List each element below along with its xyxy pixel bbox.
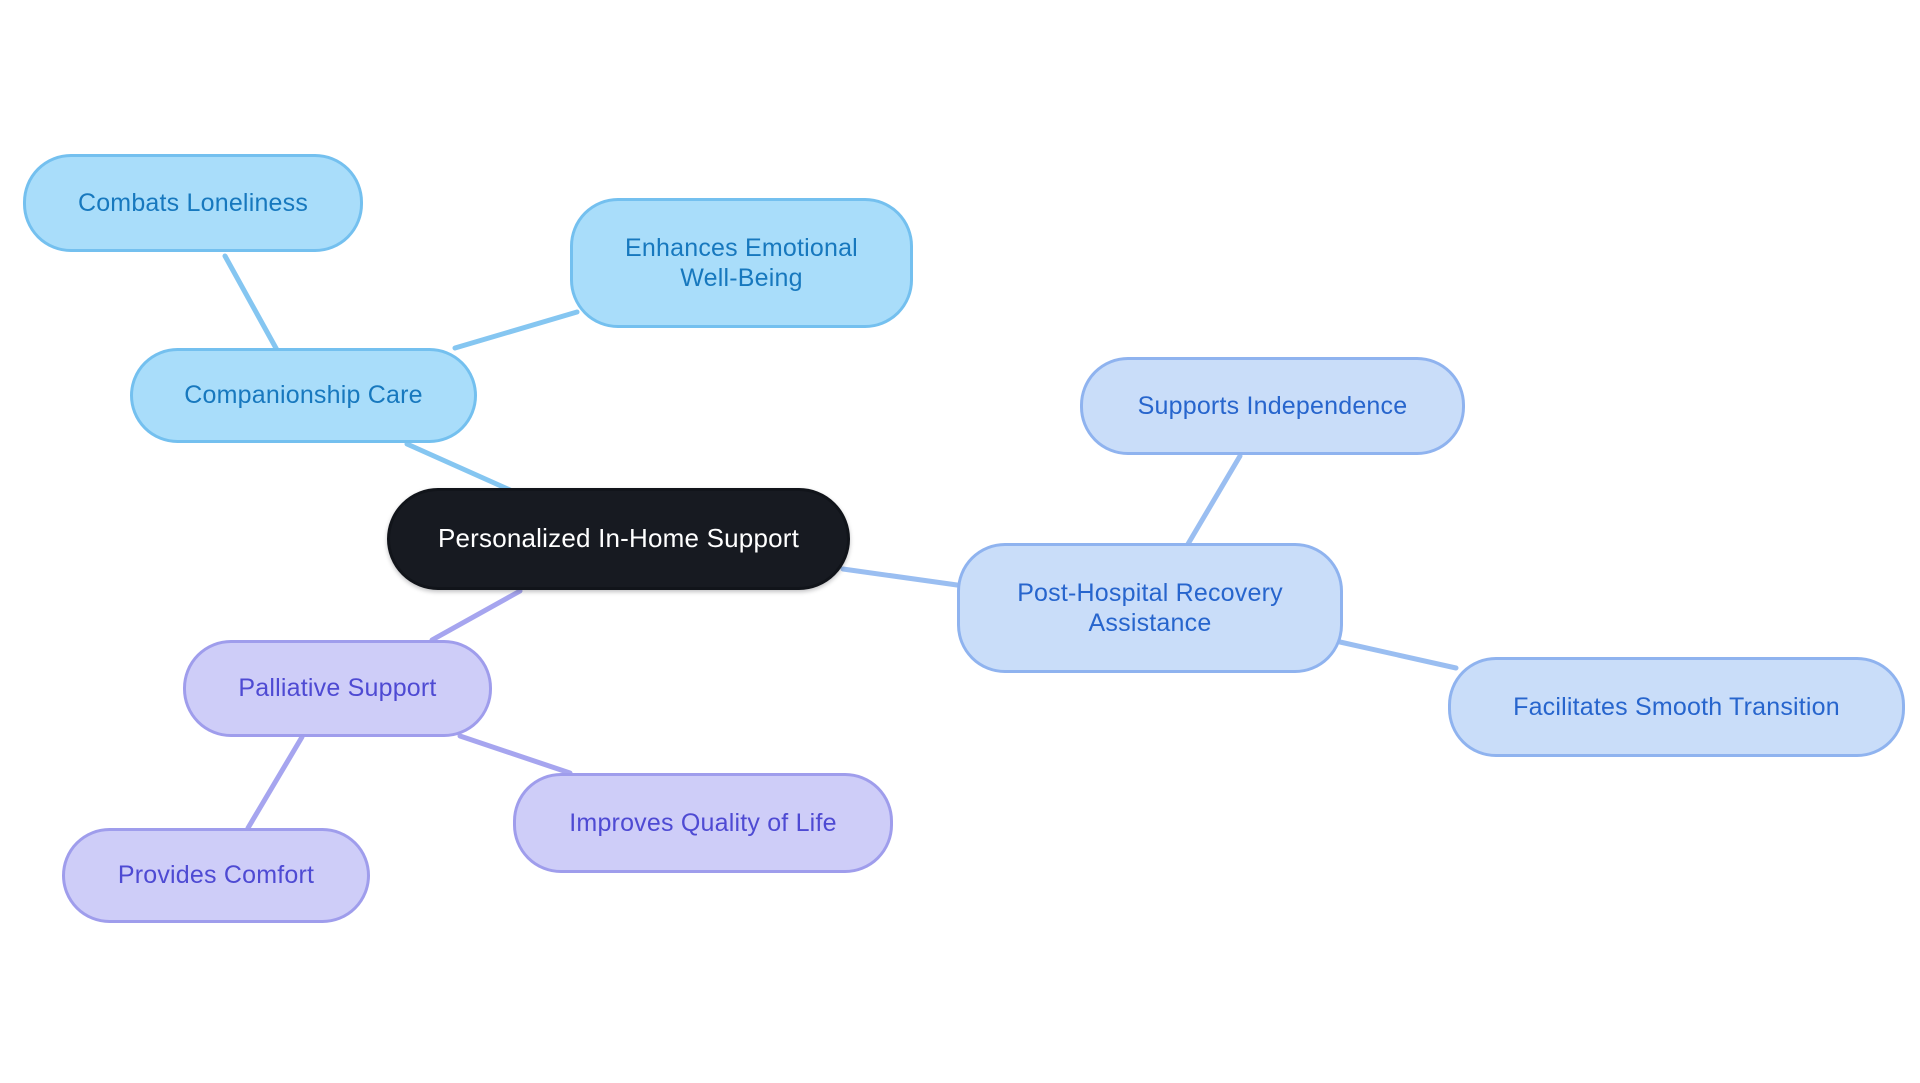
node-label-enhances-emotional-well-being: Enhances Emotional Well-Being [625, 233, 858, 293]
node-label-palliative-support: Palliative Support [238, 674, 437, 703]
mindmap-node-enhances-emotional-well-being[interactable]: Enhances Emotional Well-Being [570, 198, 913, 328]
mindmap-node-post-hospital-recovery-assistance[interactable]: Post-Hospital Recovery Assistance [957, 543, 1343, 673]
node-label-personalized-in-home-support: Personalized In-Home Support [437, 523, 800, 554]
edge-personalized-in-home-support-to-post-hospital-recovery-assistance [840, 566, 960, 588]
mindmap-node-companionship-care[interactable]: Companionship Care [130, 348, 477, 443]
mindmap-node-supports-independence[interactable]: Supports Independence [1080, 357, 1465, 455]
edge-palliative-support-to-provides-comfort [245, 734, 305, 831]
edge-companionship-care-to-enhances-emotional-well-being [452, 309, 580, 351]
mindmap-node-combats-loneliness[interactable]: Combats Loneliness [23, 154, 363, 252]
node-label-supports-independence: Supports Independence [1137, 391, 1408, 420]
edge-companionship-care-to-personalized-in-home-support [404, 441, 513, 493]
mindmap-node-provides-comfort[interactable]: Provides Comfort [62, 828, 370, 923]
edge-combats-loneliness-to-companionship-care [222, 253, 280, 353]
node-label-improves-quality-of-life: Improves Quality of Life [569, 808, 837, 837]
mindmap-node-personalized-in-home-support[interactable]: Personalized In-Home Support [387, 488, 850, 590]
mindmap-node-improves-quality-of-life[interactable]: Improves Quality of Life [513, 773, 893, 873]
node-label-companionship-care: Companionship Care [184, 381, 423, 410]
node-label-post-hospital-recovery-assistance: Post-Hospital Recovery Assistance [1017, 578, 1283, 638]
edge-personalized-in-home-support-to-palliative-support [429, 588, 523, 643]
edge-palliative-support-to-improves-quality-of-life [457, 733, 573, 776]
node-label-provides-comfort: Provides Comfort [117, 861, 315, 890]
edge-supports-independence-to-post-hospital-recovery-assistance [1185, 453, 1243, 547]
mindmap-node-palliative-support[interactable]: Palliative Support [183, 640, 492, 737]
edge-post-hospital-recovery-assistance-to-facilitates-smooth-transition [1337, 639, 1459, 671]
mindmap-node-facilitates-smooth-transition[interactable]: Facilitates Smooth Transition [1448, 657, 1905, 757]
node-label-facilitates-smooth-transition: Facilitates Smooth Transition [1513, 692, 1840, 721]
node-label-combats-loneliness: Combats Loneliness [77, 188, 309, 217]
